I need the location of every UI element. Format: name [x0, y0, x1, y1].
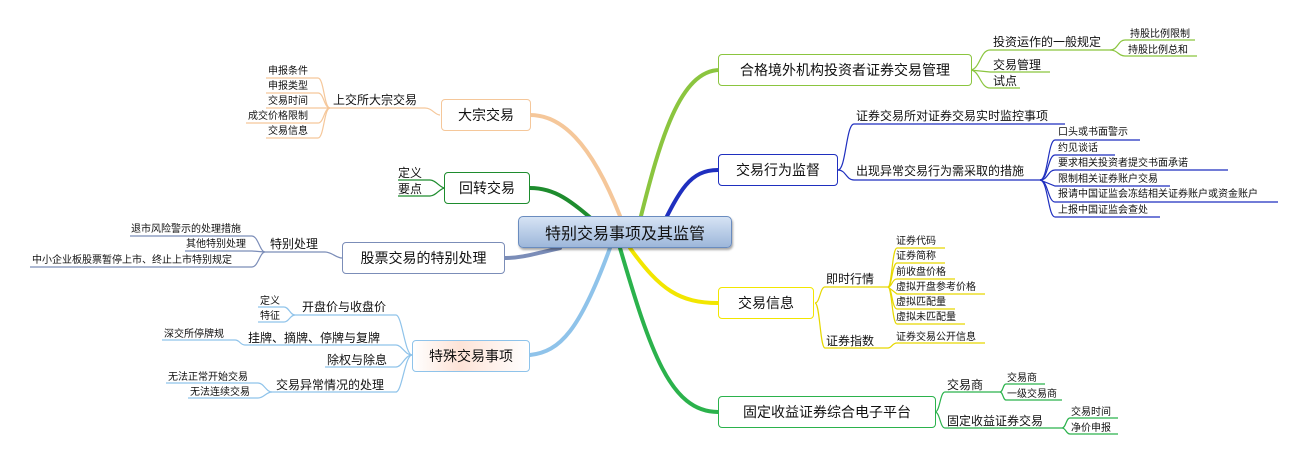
leaf-fi-0[interactable]: 交易时间: [1071, 407, 1111, 418]
leaf-measure-2[interactable]: 要求相关投资者提交书面承诺: [1058, 158, 1188, 169]
leaf-quote-3[interactable]: 虚拟开盘参考价格: [896, 282, 976, 293]
topic-special-matters[interactable]: 特殊交易事项: [412, 340, 530, 372]
leaf-measure-1[interactable]: 约见谈话: [1058, 143, 1098, 154]
leaf-measure-4[interactable]: 报请中国证监会冻结相关证券账户或资金账户: [1058, 189, 1258, 200]
subtopic-general-rules[interactable]: 投资运作的一般规定: [993, 35, 1102, 49]
subtopic-realtime-monitoring[interactable]: 证券交易所对证券交易实时监控事项: [856, 109, 1049, 123]
leaf-listing-0[interactable]: 深交所停牌规: [164, 329, 224, 340]
subtopic-listing-suspension[interactable]: 挂牌、摘牌、停牌与复牌: [248, 331, 381, 345]
branch-line-fixed-income: [618, 246, 720, 414]
topic-supervision[interactable]: 交易行为监督: [718, 154, 838, 186]
subtopic-securities-index[interactable]: 证券指数: [826, 334, 875, 348]
leaf-block-1[interactable]: 申报类型: [268, 81, 308, 92]
subtopic-dealer[interactable]: 交易商: [947, 378, 984, 392]
leaf-oc-1[interactable]: 特征: [260, 311, 280, 322]
leaf-quote-4[interactable]: 虚拟匹配量: [896, 297, 946, 308]
topic-special-treatment[interactable]: 股票交易的特别处理: [342, 242, 505, 274]
leaf-roundtrip-1[interactable]: 要点: [398, 182, 423, 196]
leaf-quote-0[interactable]: 证券代码: [896, 236, 936, 247]
leaf-ab-0[interactable]: 无法正常开始交易: [168, 372, 248, 383]
leaf-block-3[interactable]: 成交价格限制: [248, 111, 308, 122]
subtopic-open-close-price[interactable]: 开盘价与收盘价: [302, 300, 387, 314]
topic-block-trading[interactable]: 大宗交易: [441, 99, 531, 131]
leaf-block-0[interactable]: 申报条件: [268, 66, 308, 77]
subtopic-fi-trading[interactable]: 固定收益证券交易: [947, 414, 1044, 428]
topic-roundtrip-trading[interactable]: 回转交易: [444, 172, 530, 204]
subtopic-pilot[interactable]: 试点: [993, 74, 1018, 88]
leaf-dealer-1[interactable]: 一级交易商: [1007, 389, 1057, 400]
subtopic-ex-rights[interactable]: 除权与除息: [327, 353, 388, 367]
subtopic-realtime-quotes[interactable]: 即时行情: [826, 272, 875, 286]
topic-trading-info[interactable]: 交易信息: [718, 287, 814, 319]
leaf-measure-0[interactable]: 口头或书面警示: [1058, 127, 1128, 138]
leaf-block-2[interactable]: 交易时间: [268, 96, 308, 107]
leaf-st-2[interactable]: 中小企业板股票暂停上市、终止上市特别规定: [32, 255, 232, 266]
central-topic[interactable]: 特别交易事项及其监管: [518, 216, 732, 248]
leaf-quote-1[interactable]: 证券简称: [896, 251, 936, 262]
leaf-qfii-general-1[interactable]: 持股比例总和: [1128, 45, 1188, 56]
leaf-block-4[interactable]: 交易信息: [268, 126, 308, 137]
leaf-quote-5[interactable]: 虚拟未匹配量: [896, 312, 956, 323]
subtopic-trading-mgmt[interactable]: 交易管理: [993, 58, 1042, 72]
subtopic-special-treatment[interactable]: 特别处理: [270, 237, 319, 251]
subtopic-abnormal-measures[interactable]: 出现异常交易行为需采取的措施: [856, 164, 1025, 178]
subtopic-sse-block[interactable]: 上交所大宗交易: [333, 93, 418, 107]
leaf-roundtrip-0[interactable]: 定义: [398, 166, 423, 180]
leaf-measure-5[interactable]: 上报中国证监会查处: [1058, 205, 1148, 216]
leaf-measure-3[interactable]: 限制相关证券账户交易: [1058, 174, 1158, 185]
subtopic-abnormal-handling[interactable]: 交易异常情况的处理: [276, 378, 385, 392]
leaf-qfii-general-0[interactable]: 持股比例限制: [1130, 29, 1190, 40]
branch-line-block: [528, 113, 622, 218]
branch-line-special-treatment: [503, 246, 562, 260]
leaf-ab-1[interactable]: 无法连续交易: [190, 387, 250, 398]
leaf-index-0[interactable]: 证券交易公开信息: [896, 332, 976, 343]
branch-line-special-matters: [528, 246, 612, 357]
topic-fixed-income-platform[interactable]: 固定收益证券综合电子平台: [718, 396, 936, 428]
branch-line-qfii: [638, 68, 722, 222]
leaf-st-0[interactable]: 退市风险警示的处理措施: [131, 224, 241, 235]
leaf-fi-1[interactable]: 净价申报: [1071, 423, 1111, 434]
branch-line-info: [628, 246, 720, 305]
leaf-oc-0[interactable]: 定义: [260, 296, 280, 307]
leaf-quote-2[interactable]: 前收盘价格: [896, 267, 946, 278]
leaf-dealer-0[interactable]: 交易商: [1007, 373, 1037, 384]
topic-qfii[interactable]: 合格境外机构投资者证券交易管理: [718, 54, 972, 86]
leaf-st-1[interactable]: 其他特别处理: [186, 239, 246, 250]
